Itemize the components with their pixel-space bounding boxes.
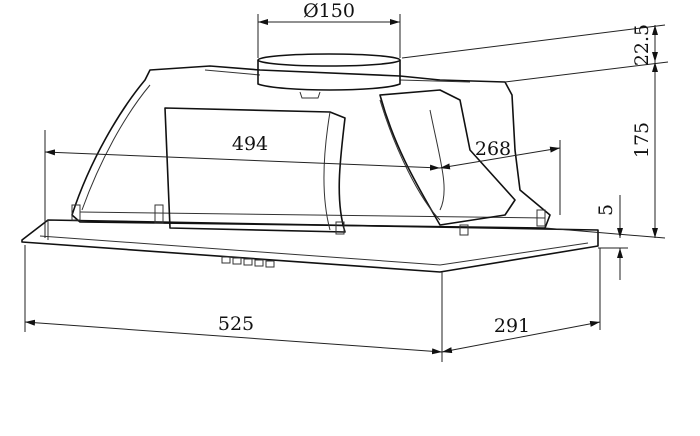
base-plate: [21, 219, 599, 273]
dim-plate-thickness: 5: [595, 195, 628, 280]
dim-label-plate-thickness: 5: [595, 204, 617, 216]
dim-body-width-depth: 494 268: [44, 130, 561, 238]
dim-label-plate-width: 525: [218, 313, 254, 335]
dim-label-plate-depth: 291: [494, 315, 530, 337]
dim-heights: 22.5 175: [401, 24, 669, 239]
dim-label-body-height: 175: [631, 122, 653, 158]
dim-plate-width-depth: 525 291: [24, 245, 601, 362]
dim-label-body-width: 494: [232, 133, 268, 155]
exhaust-duct: [257, 53, 401, 99]
dim-label-duct-height: 22.5: [631, 24, 653, 66]
dim-label-duct-diameter: Ø150: [303, 0, 355, 22]
control-buttons: [221, 256, 275, 268]
dim-label-body-depth: 268: [475, 138, 511, 160]
dim-duct-diameter: Ø150: [257, 0, 401, 58]
